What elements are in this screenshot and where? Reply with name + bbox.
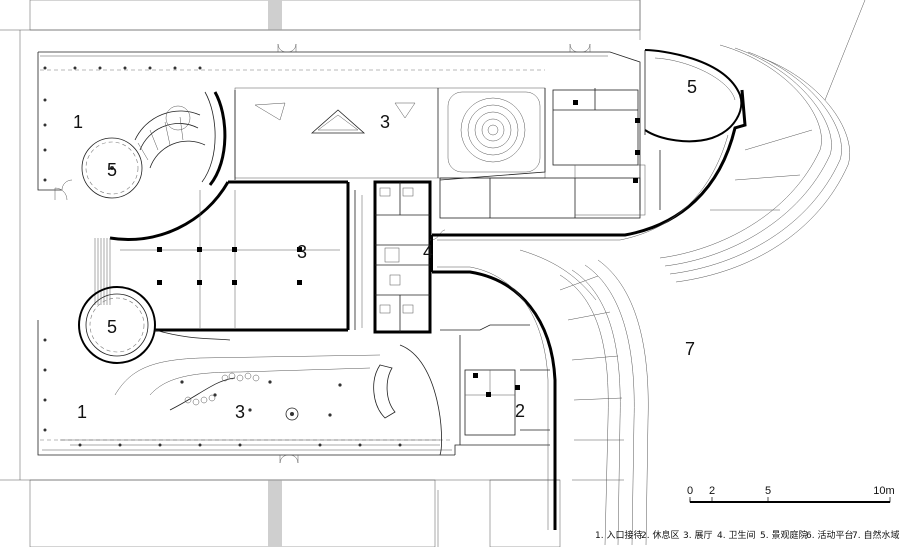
rest-area bbox=[440, 324, 550, 445]
zone-label-3-bottom: 3 bbox=[235, 402, 245, 422]
zone-label-5-left: 5 bbox=[107, 317, 117, 337]
zone-label-1-bottom: 1 bbox=[77, 402, 87, 422]
courtyard-right bbox=[644, 49, 743, 143]
perimeter-markers bbox=[43, 66, 402, 447]
exhibition-hall-bottom bbox=[60, 344, 442, 456]
scale-tick-2: 2 bbox=[709, 485, 715, 497]
door-swings bbox=[277, 43, 591, 547]
zone-label-4: 4 bbox=[423, 242, 433, 262]
legend-item-1: 1. 入口接待 bbox=[595, 529, 642, 541]
zone-labels: 1 5 3 3 4 5 1 3 2 5 7 bbox=[73, 77, 697, 422]
zone-label-3-top: 3 bbox=[380, 112, 390, 132]
zone-label-7: 7 bbox=[685, 339, 695, 359]
zone-label-5-right: 5 bbox=[687, 77, 697, 97]
legend-item-3: 3. 展厅 bbox=[683, 530, 712, 541]
legend-item-7: 7. 自然水域 bbox=[852, 529, 899, 541]
scale-tick-0: 0 bbox=[687, 485, 693, 497]
zone-label-2: 2 bbox=[515, 401, 525, 421]
courtyard-left bbox=[78, 286, 231, 364]
activity-terrace bbox=[519, 44, 850, 546]
legend-item-2: 2. 休息区 bbox=[641, 529, 679, 541]
legend-item-5: 5. 景观庭院 bbox=[760, 529, 807, 541]
scale-bar: 0 2 5 10m bbox=[687, 485, 895, 503]
legend-item-6: 6. 活动平台 bbox=[806, 529, 853, 541]
entrance-hall-top bbox=[54, 91, 227, 201]
service-rooms-top-right bbox=[439, 80, 661, 219]
legend: 1. 入口接待 2. 休息区 3. 展厅 4. 卫生间 5. 景观庭院 6. 活… bbox=[595, 529, 899, 541]
building-envelope bbox=[37, 51, 641, 456]
exhibition-hall-top bbox=[234, 87, 546, 180]
zone-label-1-top: 1 bbox=[73, 112, 83, 132]
legend-item-4: 4. 卫生间 bbox=[717, 529, 755, 541]
scale-tick-5: 5 bbox=[765, 485, 771, 497]
zone-label-5-top: 5 bbox=[107, 160, 117, 180]
toilet-block bbox=[373, 180, 446, 334]
exhibition-hall-middle bbox=[94, 180, 363, 332]
site-paving bbox=[0, 0, 866, 547]
zone-label-3-middle: 3 bbox=[297, 242, 307, 262]
corridor-wall bbox=[431, 89, 747, 530]
scale-tick-10: 10m bbox=[873, 485, 894, 497]
